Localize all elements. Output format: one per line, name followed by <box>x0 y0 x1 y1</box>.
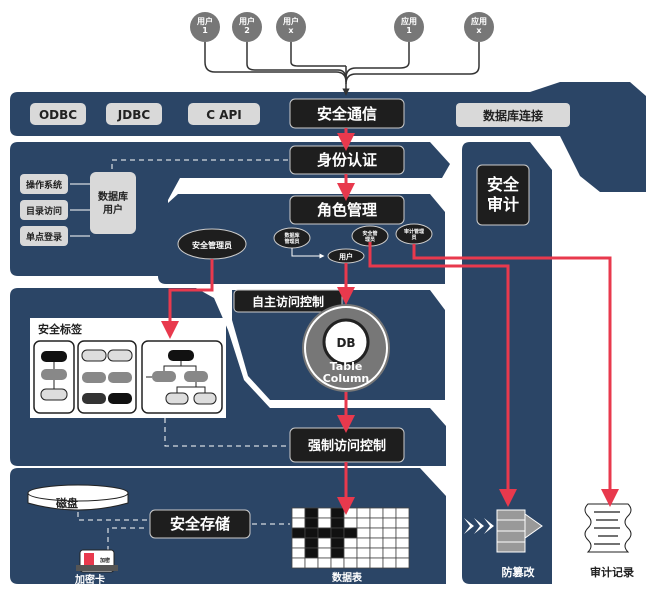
role-mgmt-label: 角色管理 <box>317 201 377 219</box>
disk-label: 磁盘 <box>56 496 78 510</box>
card-mark-label: 加密 <box>99 557 110 564</box>
auth-source-label: 单点登录 <box>26 231 62 243</box>
audit-log-label: 审计记录 <box>590 565 634 579</box>
jdbc-label: JDBC <box>117 108 151 122</box>
data-table-grid <box>292 508 409 568</box>
mac-label: 强制访问控制 <box>308 438 386 454</box>
encrypt-card-icon <box>76 550 118 572</box>
auth-source-label: 目录访问 <box>26 205 62 217</box>
secure-comm-label: 安全通信 <box>317 105 377 123</box>
data-table-label: 数据表 <box>332 571 363 584</box>
sec-admin-label: 安全管理员 <box>192 240 232 250</box>
secure-storage-label: 安全存储 <box>170 515 230 533</box>
security-audit-label: 安全审计 <box>487 175 520 214</box>
db-connection-label: 数据库连接 <box>483 108 543 123</box>
label-group-diagrams <box>34 341 222 413</box>
db-user-box <box>90 172 136 234</box>
c-api-label: C API <box>206 108 242 122</box>
dac-label: 自主访问控制 <box>252 294 324 309</box>
small-role-label: 数据库管理员 <box>284 232 299 245</box>
role-user-label: 用户 <box>339 252 353 261</box>
db-core-label: DB <box>336 336 355 350</box>
disk-cylinder <box>28 485 128 510</box>
encrypt-card-label: 加密卡 <box>74 573 105 586</box>
odbc-label: ODBC <box>39 108 77 122</box>
sec-label-title: 安全标签 <box>38 322 83 336</box>
audit-log-icon <box>585 504 631 552</box>
anti-tamper-label: 防篡改 <box>502 565 536 579</box>
auth-source-label: 操作系统 <box>26 179 62 191</box>
auth-label: 身份认证 <box>317 151 377 169</box>
